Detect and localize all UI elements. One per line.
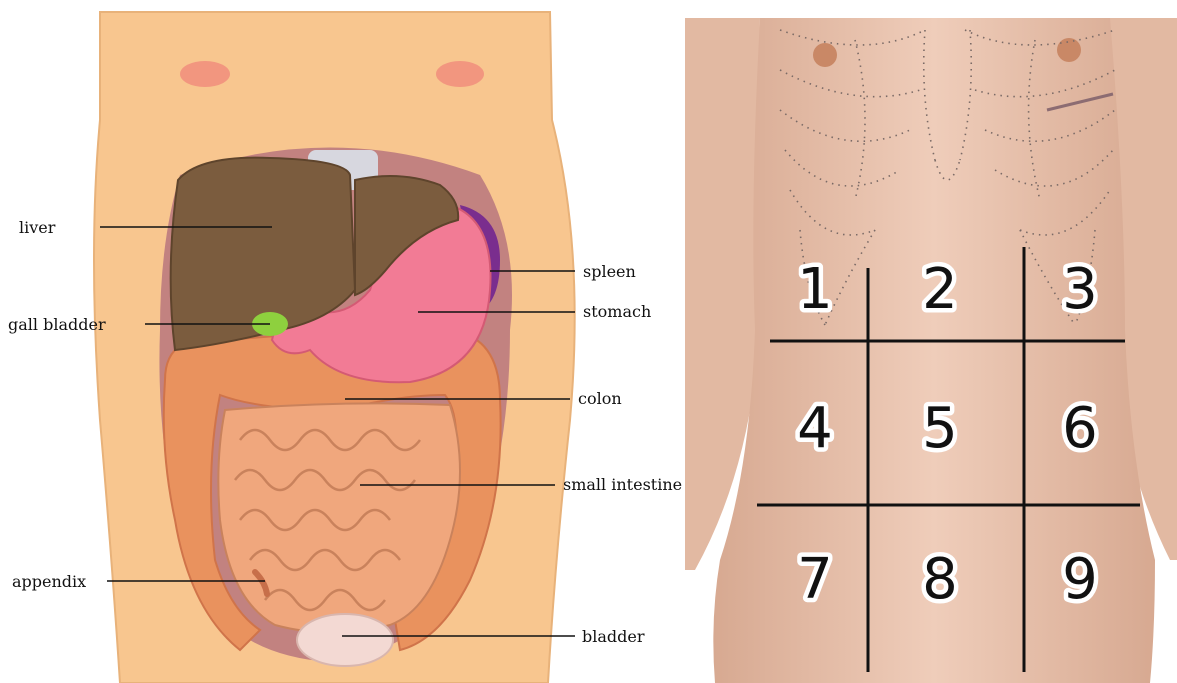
right-nipple-illustration [436,61,484,87]
label-small-intestine: small intestine [563,475,682,494]
label-colon: colon [578,389,622,408]
region-number-7: 7 [797,547,833,612]
organ-illustration-panel: liver spleen gall bladder stomach colon … [0,0,690,683]
label-liver: liver [19,218,56,237]
abdomen-regions-diagram: 1 2 3 4 5 6 7 8 9 [685,0,1177,683]
region-number-8: 8 [922,547,958,612]
abdomen-regions-panel: 1 2 3 4 5 6 7 8 9 [685,0,1177,683]
region-number-5: 5 [922,396,958,461]
left-nipple [813,43,837,67]
region-number-1: 1 [797,257,833,322]
organ-diagram: liver spleen gall bladder stomach colon … [0,0,690,683]
bladder-shape [297,614,393,666]
region-number-6: 6 [1062,396,1098,461]
label-appendix: appendix [12,572,86,591]
label-stomach: stomach [583,302,651,321]
region-number-3: 3 [1062,257,1098,322]
label-bladder: bladder [582,627,645,646]
region-number-2: 2 [922,257,958,322]
label-spleen: spleen [583,262,636,281]
small-intestine-shape [218,403,460,632]
region-number-9: 9 [1062,547,1098,612]
right-nipple [1057,38,1081,62]
label-gall-bladder: gall bladder [8,315,106,334]
region-number-4: 4 [797,396,833,461]
left-nipple-illustration [180,61,230,87]
